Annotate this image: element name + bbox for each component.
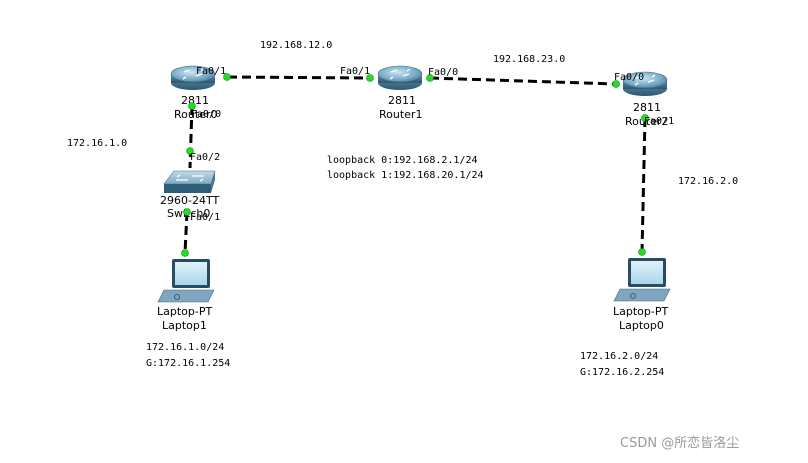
- port-label-sw-fa01: Fa0/1: [190, 212, 220, 223]
- link-router0-router1: [227, 75, 371, 80]
- laptop-right-name: Laptop0: [619, 319, 664, 332]
- laptop-right-model: Laptop-PT: [613, 305, 668, 318]
- network-label-r2-r3: 192.168.23.0: [493, 54, 565, 65]
- link-router2-laptop0: [640, 117, 647, 253]
- network-label-right-lan: 172.16.2.0: [678, 176, 738, 187]
- port-dot-sw-fa02: [186, 147, 194, 155]
- port-label-r2-fa00: Fa0/0: [614, 72, 644, 83]
- laptop1-network-note: 172.16.1.0/24: [146, 342, 224, 353]
- switch[interactable]: [163, 170, 216, 193]
- port-label-r1-fa00: Fa0/0: [428, 67, 458, 78]
- network-label-r1-r2: 192.168.12.0: [260, 40, 332, 51]
- port-dot-r2-fa01: [641, 114, 649, 122]
- link-router1-router2: [429, 76, 617, 86]
- port-dot-laptop1: [181, 249, 189, 257]
- router-mid-model: 2811: [388, 94, 416, 107]
- watermark: CSDN @所恋皆洛尘: [620, 435, 739, 451]
- port-label-r2-fa01: Fa0/1: [644, 116, 674, 127]
- port-label-r0-fa00: Fa0/0: [191, 109, 221, 120]
- router-left-model: 2811: [181, 94, 209, 107]
- loopback-1-note: loopback 1:192.168.20.1/24: [327, 170, 484, 181]
- router-right-model: 2811: [633, 101, 661, 114]
- router-mid-name: Router1: [379, 108, 422, 121]
- router-right[interactable]: [622, 71, 668, 96]
- port-dot-r0-fa01: [223, 73, 231, 81]
- router-mid[interactable]: [377, 65, 423, 90]
- port-label-r1-fa01: Fa0/1: [340, 66, 370, 77]
- port-dot-sw-fa01: [183, 208, 191, 216]
- loopback-0-note: loopback 0:192.168.2.1/24: [327, 155, 478, 166]
- laptop-right[interactable]: [613, 258, 671, 302]
- port-dot-laptop0: [638, 248, 646, 256]
- laptop-left-model: Laptop-PT: [157, 305, 212, 318]
- laptop1-gateway-note: G:172.16.1.254: [146, 358, 230, 369]
- network-label-left-lan: 172.16.1.0: [67, 138, 127, 149]
- laptop-left-name: Laptop1: [162, 319, 207, 332]
- link-switch-laptop1: [183, 211, 189, 254]
- switch-model: 2960-24TT: [160, 194, 219, 207]
- router-left[interactable]: [170, 65, 216, 90]
- laptop-left[interactable]: [157, 259, 215, 303]
- link-router0-switch: [188, 105, 194, 169]
- port-dot-r1-fa01: [366, 74, 374, 82]
- port-dot-r2-fa00: [612, 80, 620, 88]
- port-dot-r1-fa00: [426, 74, 434, 82]
- laptop0-gateway-note: G:172.16.2.254: [580, 367, 664, 378]
- laptop0-network-note: 172.16.2.0/24: [580, 351, 658, 362]
- router-right-name: Router2: [625, 115, 668, 128]
- port-dot-r0-fa00: [188, 102, 196, 110]
- port-label-r0-fa01: Fa0/1: [196, 66, 226, 77]
- router-left-name: Router0: [174, 108, 217, 121]
- port-label-sw-fa02: Fa0/2: [190, 152, 220, 163]
